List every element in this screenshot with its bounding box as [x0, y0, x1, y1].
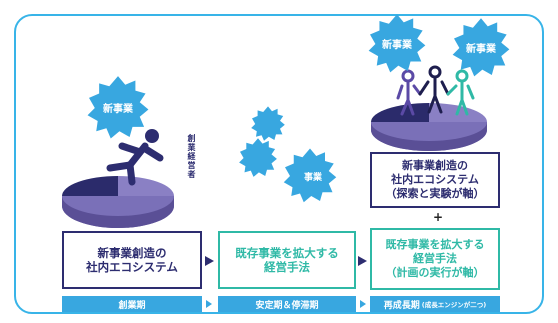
box-right-lower-line2: 経営手法: [413, 252, 457, 266]
arrow-icon: [205, 256, 214, 266]
box-left-line1: 新事業創造の: [97, 245, 167, 260]
box-left-line2: 社内エコシステム: [86, 260, 178, 274]
phase-regrowth: 再成長期(成長エンジンが二つ): [370, 296, 500, 312]
burst-middle-right-label: 事業: [304, 171, 323, 183]
box-right-lower: 既存事業を拡大する 経営手法 （計画の実行が軸）: [370, 228, 500, 290]
box-middle-line2: 経営手法: [264, 260, 310, 274]
burst-middle-left: [239, 138, 277, 177]
burst-middle-right: 事業: [283, 148, 337, 203]
phase-arrow-icon: [360, 300, 366, 308]
burst-top-right-label: 新事業: [466, 42, 497, 55]
burst-top-left: 新事業: [368, 14, 426, 73]
phase-founding: 創業期: [62, 296, 202, 312]
box-middle: 既存事業を拡大する 経営手法: [218, 231, 356, 289]
box-middle-line1: 既存事業を拡大する: [235, 245, 339, 260]
box-right-lower-line3: （計画の実行が軸）: [385, 265, 485, 279]
phase-stable-label: 安定期＆停滞期: [255, 300, 319, 311]
box-right-upper-line2: 社内エコシステム: [391, 173, 479, 187]
founder-label: 創業経営者: [187, 134, 196, 179]
phase-regrowth-label: 再成長期: [383, 300, 420, 311]
burst-middle-top: [251, 106, 285, 141]
phase-stable: 安定期＆停滞期: [218, 296, 356, 312]
box-right-upper-line1: 新事業創造の: [402, 159, 468, 173]
box-left: 新事業創造の 社内エコシステム: [62, 231, 202, 289]
arrow-icon: [358, 256, 367, 266]
phase-founding-label: 創業期: [118, 300, 146, 311]
runner-figure: [106, 129, 164, 186]
box-right-upper-line3: （探索と実験が軸）: [385, 186, 485, 200]
phase-arrow-icon: [206, 300, 212, 308]
burst-left: 新事業: [87, 76, 149, 139]
people-figures: [396, 65, 475, 116]
phase-regrowth-note: (成長エンジンが二つ): [421, 301, 487, 309]
box-right-upper: 新事業創造の 社内エコシステム （探索と実験が軸）: [370, 152, 500, 208]
burst-left-label: 新事業: [103, 102, 134, 115]
disk-left: [62, 176, 174, 228]
diagram-frame: [14, 14, 544, 314]
burst-top-right: 新事業: [452, 18, 510, 77]
box-right-lower-line1: 既存事業を拡大する: [385, 238, 485, 252]
plus-sign: +: [433, 210, 444, 224]
burst-top-left-label: 新事業: [382, 38, 413, 51]
